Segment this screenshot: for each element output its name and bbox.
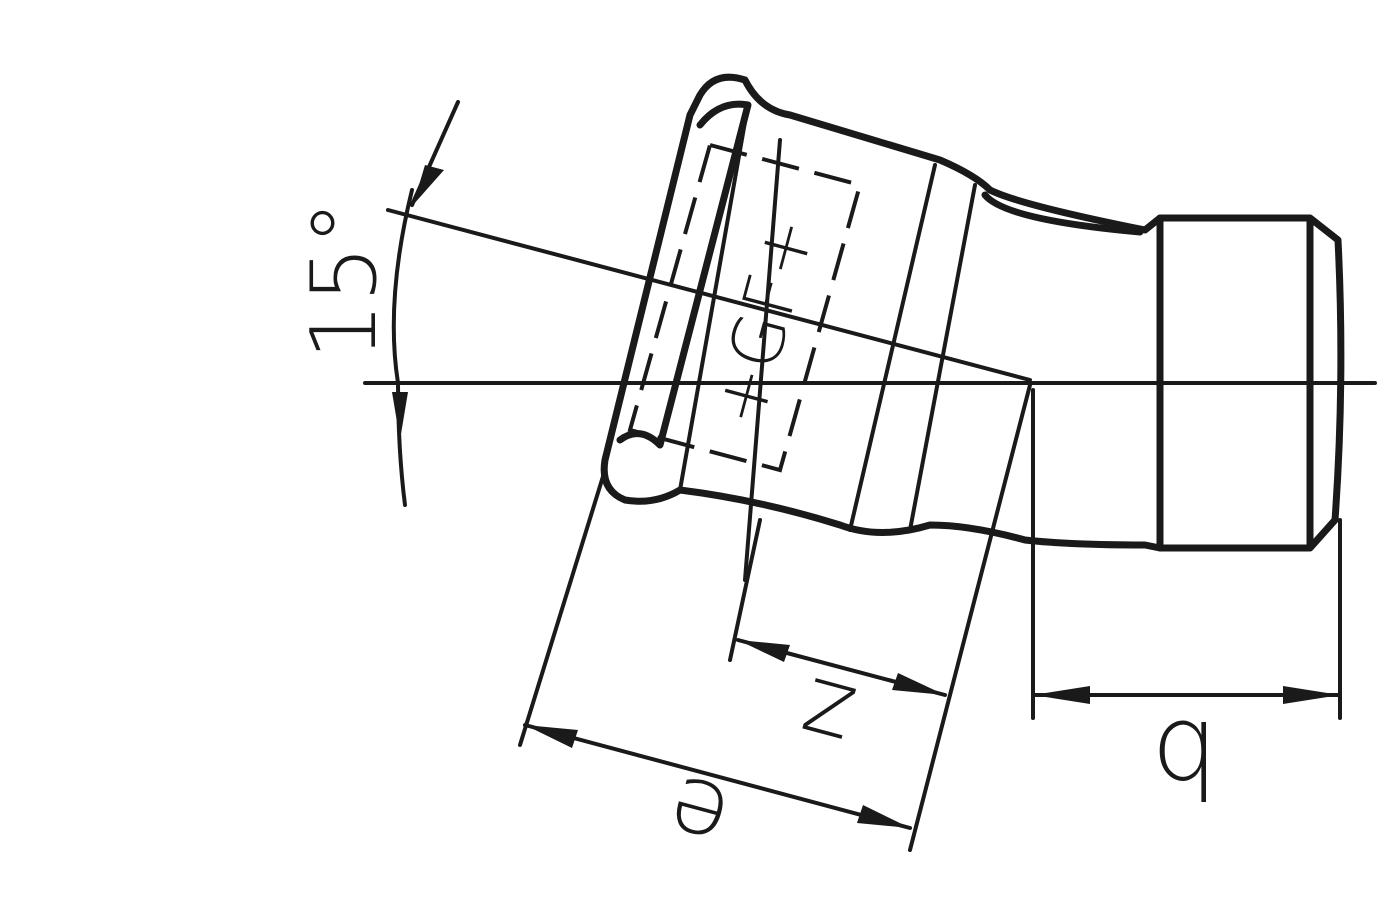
extension-line bbox=[728, 518, 762, 662]
angle-label: 15° bbox=[292, 200, 397, 360]
inner-line bbox=[743, 138, 782, 582]
dimension-z-label: z bbox=[789, 655, 866, 774]
socket-inner-lip bbox=[616, 100, 752, 449]
neck-line bbox=[981, 191, 1144, 236]
hidden-pocket bbox=[627, 142, 863, 473]
dimension-b-label: b bbox=[1151, 697, 1218, 819]
arrow-head-icon bbox=[413, 165, 444, 205]
dimension-e bbox=[523, 723, 912, 830]
socket-outline bbox=[600, 73, 1345, 552]
angle-arc bbox=[391, 188, 414, 507]
angled-centerline bbox=[386, 208, 1032, 382]
arrow-head-icon bbox=[892, 673, 945, 695]
arrow-head-icon bbox=[857, 805, 910, 828]
extension-line bbox=[908, 383, 1032, 852]
arrow-head-icon bbox=[738, 640, 790, 662]
inner-line bbox=[848, 163, 937, 532]
arrow-head-icon bbox=[525, 725, 578, 748]
inner-line bbox=[678, 103, 750, 492]
arrow-head-icon bbox=[1033, 686, 1090, 704]
arrow-head-icon bbox=[1283, 686, 1340, 704]
extension-line bbox=[518, 468, 607, 747]
inner-line bbox=[908, 183, 977, 532]
dimension-e-label: e bbox=[656, 753, 741, 874]
arrow-head-icon bbox=[392, 392, 408, 440]
